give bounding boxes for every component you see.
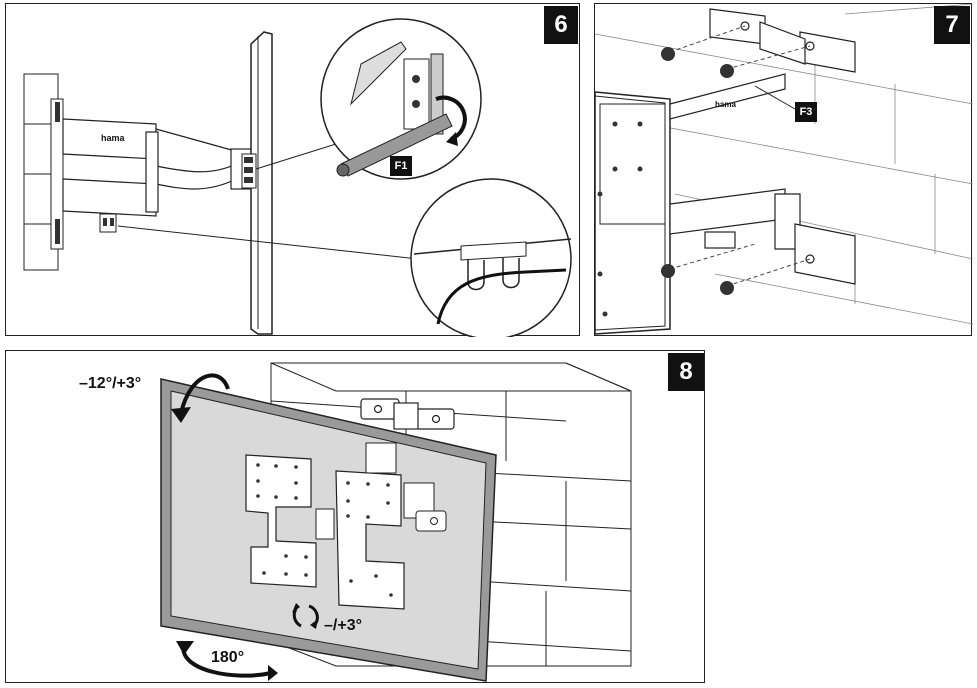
step-number-6: 6 (544, 6, 578, 44)
panel-step-8: –12°/+3° –/+3° 180° 8 (5, 350, 705, 683)
vesa-screw-holes (256, 463, 393, 597)
vesa-plate-right (335, 470, 405, 610)
detail-circle-cable (410, 178, 572, 337)
wall-bracket (360, 398, 455, 430)
wall-anchors (661, 25, 811, 295)
brand-mark-bracket: hama (715, 100, 736, 109)
panel-step-7: hama F3 7 (594, 3, 973, 336)
swing-arm (62, 118, 252, 217)
brand-mark-arm: hama (101, 133, 126, 143)
step-number-7: 7 (934, 6, 970, 44)
tilt-angle-label: –12°/+3° (79, 375, 142, 392)
callout-f3: F3 (795, 102, 817, 122)
panel-step-6: hama (5, 3, 580, 337)
wall-plate (50, 98, 64, 250)
wall-bracket-lower (669, 188, 856, 285)
vesa-plate-left (245, 454, 317, 588)
panel-7-illustration: hama (595, 4, 973, 335)
panel-6-illustration: hama (23, 18, 572, 337)
callout-f1: F1 (390, 156, 412, 176)
detail-circle-f1 (320, 18, 482, 180)
tv-side-profile (250, 31, 273, 335)
panel-8-illustration (160, 362, 632, 682)
wall-bracket-upper (669, 8, 856, 120)
swivel-angle-label: 180° (211, 649, 245, 666)
rotate-angle-label: –/+3° (324, 617, 362, 634)
tilt-arrow-icon (179, 373, 230, 414)
step-number-8: 8 (668, 353, 704, 391)
